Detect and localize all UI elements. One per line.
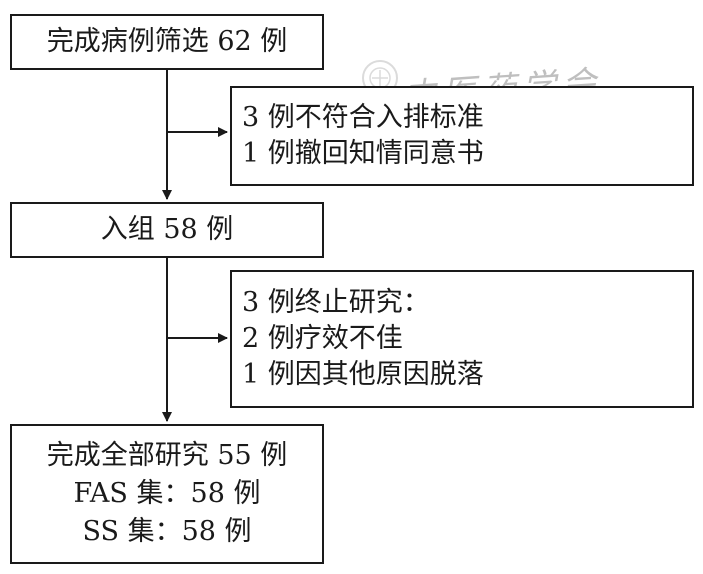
completed-line: SS 集：58 例 xyxy=(82,516,252,547)
completed-box: 完成全部研究 55 例 FAS 集：58 例 SS 集：58 例 xyxy=(10,424,324,564)
excluded-box: 3 例不符合入排标准 1 例撤回知情同意书 xyxy=(230,86,694,186)
enrolled-box: 入组 58 例 xyxy=(10,202,324,258)
terminated-box: 3 例终止研究： 2 例疗效不佳 1 例因其他原因脱落 xyxy=(230,270,694,408)
enrolled-text: 入组 58 例 xyxy=(100,214,234,245)
excluded-line: 3 例不符合入排标准 xyxy=(242,102,484,133)
excluded-line: 1 例撤回知情同意书 xyxy=(242,138,484,169)
terminated-line: 2 例疗效不佳 xyxy=(242,323,403,354)
completed-line: 完成全部研究 55 例 xyxy=(46,440,288,471)
terminated-line: 1 例因其他原因脱落 xyxy=(242,359,484,390)
completed-line: FAS 集：58 例 xyxy=(73,478,261,509)
screening-text: 完成病例筛选 62 例 xyxy=(46,26,288,57)
screening-box: 完成病例筛选 62 例 xyxy=(10,14,324,70)
terminated-line: 3 例终止研究： xyxy=(242,287,430,318)
